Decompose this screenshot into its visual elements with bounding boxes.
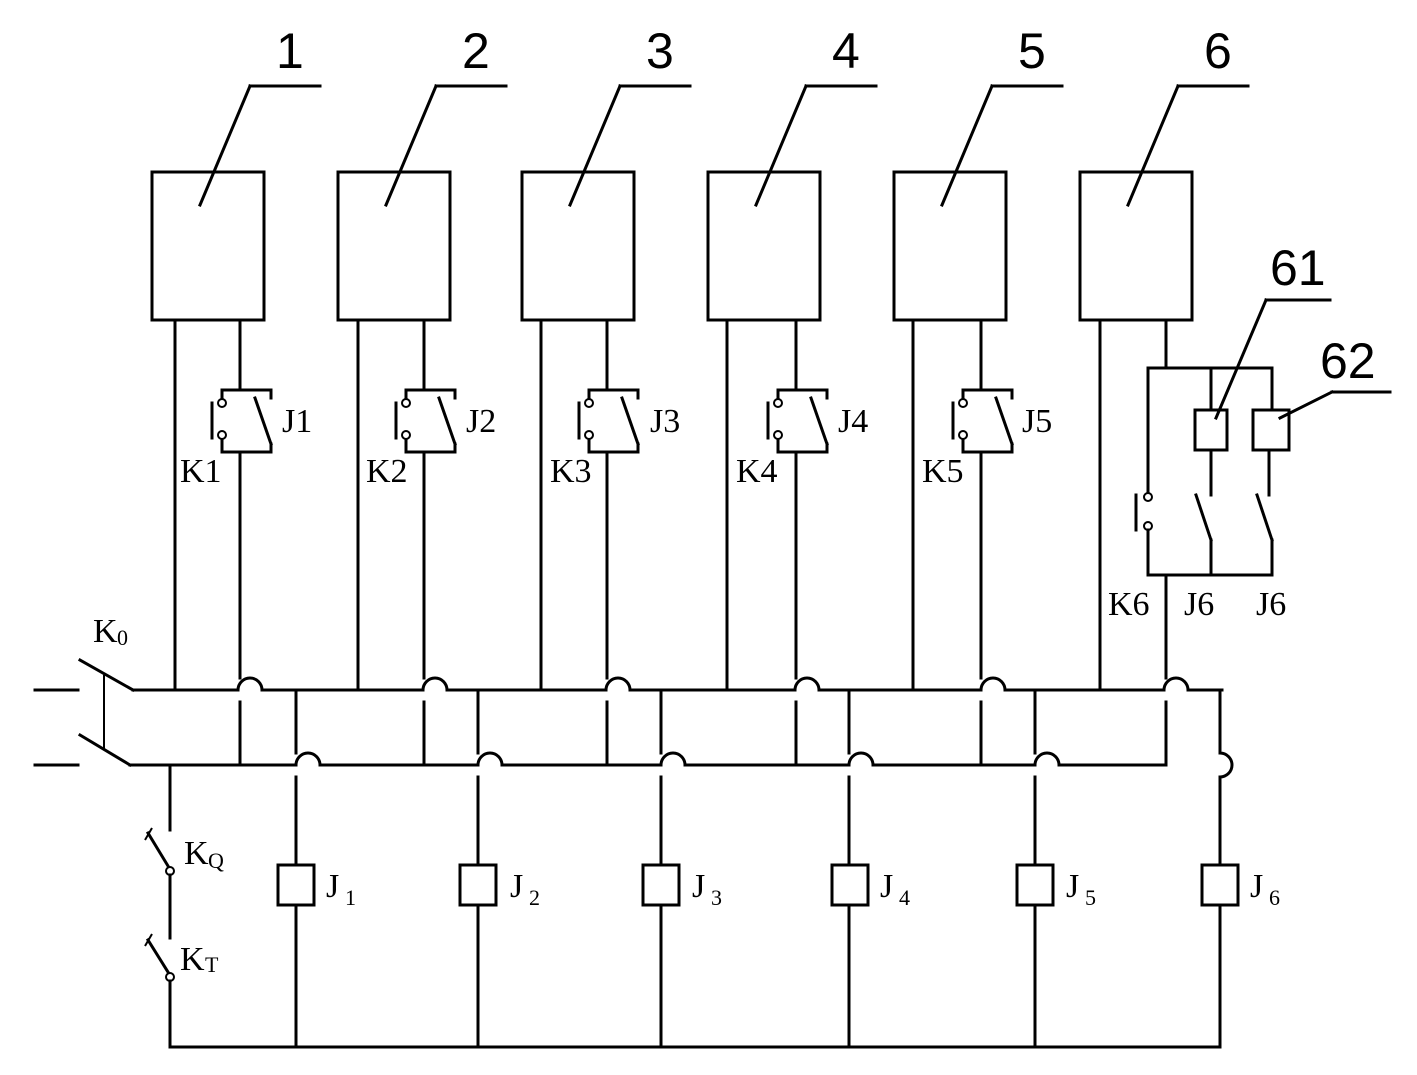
svg-text:3: 3 <box>711 885 722 910</box>
svg-text:K4: K4 <box>736 453 778 490</box>
svg-text:6: 6 <box>1269 885 1280 910</box>
svg-text:5: 5 <box>1085 885 1096 910</box>
coil-branch-5: J 5 <box>1015 688 1096 1049</box>
power-input <box>33 657 136 768</box>
svg-text:61: 61 <box>1270 240 1326 296</box>
svg-text:0: 0 <box>117 625 128 650</box>
svg-text:K2: K2 <box>366 453 408 490</box>
svg-text:J: J <box>1250 868 1263 905</box>
svg-text:J: J <box>510 868 523 905</box>
svg-text:J6: J6 <box>1256 586 1286 623</box>
svg-text:K: K <box>93 613 118 650</box>
svg-text:Q: Q <box>208 848 224 873</box>
svg-text:J: J <box>326 868 339 905</box>
svg-text:J3: J3 <box>650 403 680 440</box>
svg-text:K3: K3 <box>550 453 592 490</box>
svg-text:J: J <box>692 868 705 905</box>
svg-text:5: 5 <box>1018 23 1046 79</box>
unit-4: 4 K4 J4 <box>706 23 878 767</box>
svg-text:J5: J5 <box>1022 403 1052 440</box>
unit-6: 6 61 62 K6 J6 J6 <box>1078 23 1392 767</box>
svg-text:K: K <box>180 941 205 978</box>
svg-text:J2: J2 <box>466 403 496 440</box>
svg-text:J: J <box>1066 868 1079 905</box>
svg-text:K: K <box>184 835 209 872</box>
svg-text:6: 6 <box>1204 23 1232 79</box>
coil-branch-6: J 6 <box>1200 688 1280 1049</box>
svg-text:T: T <box>205 952 219 977</box>
svg-text:K5: K5 <box>922 453 964 490</box>
coil-branch-3: J 3 <box>641 688 722 1049</box>
svg-text:J: J <box>880 868 893 905</box>
bus-upper <box>131 676 1224 692</box>
coil-branch-4: J 4 <box>830 688 910 1049</box>
bus-lower <box>128 751 1167 767</box>
switch-kt: K T <box>144 933 219 1049</box>
svg-text:3: 3 <box>646 23 674 79</box>
svg-text:1: 1 <box>276 23 304 79</box>
svg-text:2: 2 <box>529 885 540 910</box>
switch-kq: K Q <box>144 763 224 940</box>
svg-text:4: 4 <box>832 23 860 79</box>
unit-2: 2 K2 J2 <box>336 23 508 767</box>
svg-text:4: 4 <box>899 885 910 910</box>
switch-k0-label: K 0 <box>93 613 128 650</box>
svg-text:J4: J4 <box>838 403 868 440</box>
svg-text:2: 2 <box>462 23 490 79</box>
svg-text:62: 62 <box>1320 333 1376 389</box>
unit-1: 1 K1 J1 <box>150 23 322 767</box>
svg-text:J6: J6 <box>1184 586 1214 623</box>
svg-text:K6: K6 <box>1108 586 1150 623</box>
unit-5: 5 K5 J5 <box>892 23 1064 767</box>
svg-text:K1: K1 <box>180 453 222 490</box>
coil-branch-2: J 2 <box>458 688 540 1049</box>
coil-branch-1: J 1 <box>276 688 356 1049</box>
svg-text:1: 1 <box>345 885 356 910</box>
svg-text:J1: J1 <box>282 403 312 440</box>
unit-3: 3 K3 J3 <box>520 23 692 767</box>
